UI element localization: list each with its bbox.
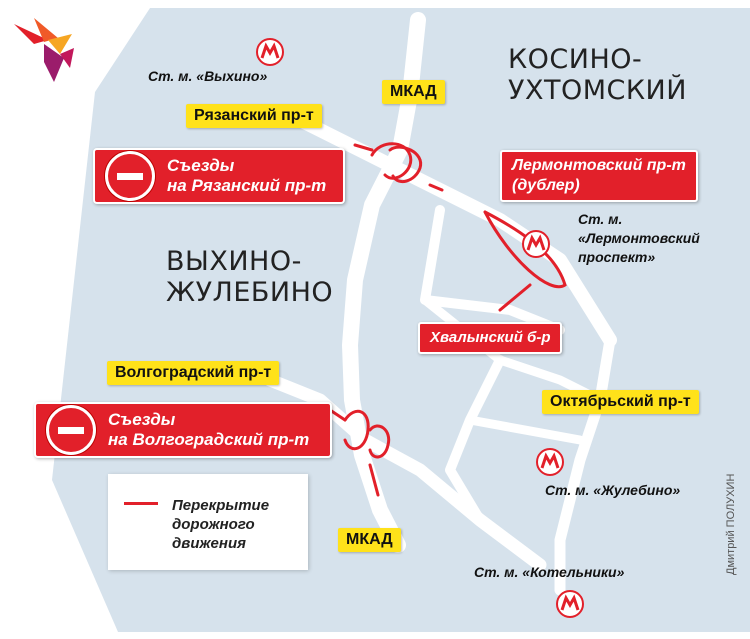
- closure-lines: [328, 142, 567, 497]
- closure-lermontovsky-loop: [483, 210, 567, 289]
- metro-m-icon: [522, 230, 550, 258]
- station-label-zhulebino: Ст. м. «Жулебино»: [545, 482, 681, 498]
- road-label-mkad-top: МКАД: [382, 80, 445, 104]
- exit-sign-ryazansky-text: Съезды на Рязанский пр-т: [167, 156, 327, 195]
- oktyabrsky-road: [554, 334, 616, 596]
- closure-label-lermontovsky: Лермонтовский пр-т (дублер): [500, 150, 698, 202]
- closure-label-khvalynsky: Хвалынский б-р: [418, 322, 563, 354]
- station-label-kotelniki: Ст. м. «Котельники»: [474, 564, 625, 580]
- metro-m-icon: [556, 590, 584, 618]
- closure-mkad-south: [368, 463, 380, 497]
- exit-sign-ryazansky: Съезды на Рязанский пр-т: [93, 148, 345, 204]
- inner-road-1: [465, 415, 585, 445]
- legend-box: Перекрытие дорожного движения: [108, 474, 308, 570]
- road-label-ryazansky: Рязанский пр-т: [186, 104, 322, 128]
- district-label-vykhino: ВЫХИНО- ЖУЛЕБИНО: [166, 246, 334, 308]
- station-label-vykhino: Ст. м. «Выхино»: [148, 68, 268, 84]
- district-label-kosino: КОСИНО- УХТОМСКИЙ: [508, 44, 687, 106]
- no-entry-sign-icon: [46, 405, 96, 455]
- mkad-road: [342, 12, 426, 553]
- legend-closure-line: [124, 502, 158, 505]
- ryazansky-road: [293, 113, 617, 347]
- no-entry-sign-icon: [105, 151, 155, 201]
- closure-volgogradsky-arrow: [328, 408, 347, 422]
- road-label-volgogradsky: Волгоградский пр-т: [107, 361, 280, 385]
- metro-m-icon: [536, 448, 564, 476]
- closure-khvalynsky-line: [498, 283, 532, 312]
- closure-volgogradsky-loop-1: [343, 409, 370, 451]
- khvalynsky-road: [445, 355, 505, 525]
- road-label-oktyabrsky: Октябрьский пр-т: [542, 390, 699, 414]
- station-label-lermontovsky: Ст. м. «Лермонтовский проспект»: [578, 211, 700, 265]
- closure-ryazansky-loop-2: [388, 145, 423, 184]
- metro-m-icon: [256, 38, 284, 66]
- exit-sign-volgogradsky-text: Съезды на Волгоградский пр-т: [108, 410, 310, 449]
- road-label-mkad-bottom: МКАД: [338, 528, 401, 552]
- volgogradsky-road: [263, 373, 547, 572]
- closure-ryazansky-arrow-1: [428, 183, 444, 192]
- bird-logo-icon: [14, 18, 74, 82]
- closure-volgogradsky-loop-2: [368, 424, 391, 459]
- credit-label: Дмитрий ПОЛУХИН: [725, 473, 737, 575]
- lermontovsky-road: [420, 205, 565, 335]
- exit-sign-volgogradsky: Съезды на Волгоградский пр-т: [34, 402, 332, 458]
- closure-ryazansky-arrow-2: [353, 143, 374, 152]
- legend-label: Перекрытие дорожного движения: [172, 497, 270, 552]
